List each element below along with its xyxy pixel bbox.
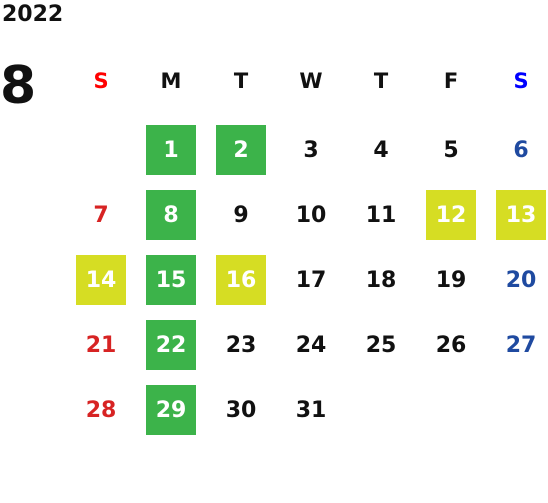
year-label: 2022 bbox=[2, 2, 64, 27]
weekday-header-wed: W bbox=[299, 69, 323, 93]
day-cell-12[interactable]: 12 bbox=[426, 190, 476, 240]
day-cell-27[interactable]: 27 bbox=[505, 332, 537, 358]
weekday-header-thu: T bbox=[373, 69, 389, 93]
day-cell-17[interactable]: 17 bbox=[295, 267, 327, 293]
day-cell-29[interactable]: 29 bbox=[146, 385, 196, 435]
day-cell-2[interactable]: 2 bbox=[216, 125, 266, 175]
day-cell-23[interactable]: 23 bbox=[225, 332, 257, 358]
day-cell-9[interactable]: 9 bbox=[233, 202, 249, 228]
weekday-header-sun: S bbox=[93, 69, 109, 93]
day-cell-8[interactable]: 8 bbox=[146, 190, 196, 240]
weekday-header-fri: F bbox=[443, 69, 459, 93]
day-cell-1[interactable]: 1 bbox=[146, 125, 196, 175]
day-cell-24[interactable]: 24 bbox=[295, 332, 327, 358]
day-cell-16[interactable]: 16 bbox=[216, 255, 266, 305]
day-cell-30[interactable]: 30 bbox=[225, 397, 257, 423]
day-cell-4[interactable]: 4 bbox=[373, 137, 389, 163]
day-cell-7[interactable]: 7 bbox=[93, 202, 109, 228]
day-cell-25[interactable]: 25 bbox=[365, 332, 397, 358]
day-cell-18[interactable]: 18 bbox=[365, 267, 397, 293]
day-cell-20[interactable]: 20 bbox=[505, 267, 537, 293]
month-number: 8 bbox=[0, 56, 37, 116]
weekday-header-mon: M bbox=[160, 69, 182, 93]
day-cell-6[interactable]: 6 bbox=[513, 137, 529, 163]
day-cell-3[interactable]: 3 bbox=[303, 137, 319, 163]
day-cell-21[interactable]: 21 bbox=[85, 332, 117, 358]
weekday-header-sat: S bbox=[513, 69, 529, 93]
day-cell-5[interactable]: 5 bbox=[443, 137, 459, 163]
day-cell-26[interactable]: 26 bbox=[435, 332, 467, 358]
day-cell-19[interactable]: 19 bbox=[435, 267, 467, 293]
day-cell-31[interactable]: 31 bbox=[295, 397, 327, 423]
day-cell-10[interactable]: 10 bbox=[295, 202, 327, 228]
weekday-header-tue: T bbox=[233, 69, 249, 93]
day-cell-11[interactable]: 11 bbox=[365, 202, 397, 228]
day-cell-14[interactable]: 14 bbox=[76, 255, 126, 305]
day-cell-28[interactable]: 28 bbox=[85, 397, 117, 423]
day-cell-13[interactable]: 13 bbox=[496, 190, 546, 240]
day-cell-15[interactable]: 15 bbox=[146, 255, 196, 305]
day-cell-22[interactable]: 22 bbox=[146, 320, 196, 370]
